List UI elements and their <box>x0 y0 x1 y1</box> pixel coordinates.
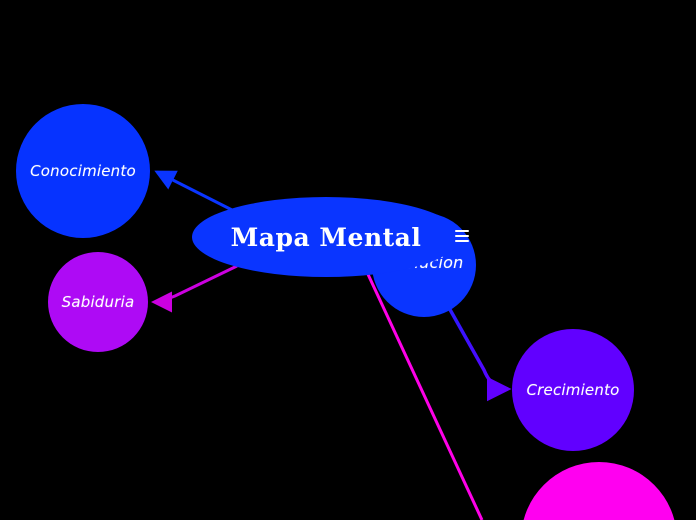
edge-evolucion-to-crecimiento <box>446 305 512 402</box>
node-sabiduria[interactable]: Sabiduria <box>48 252 148 352</box>
node-crecimiento-label: Crecimiento <box>526 380 620 399</box>
node-root-mapa-mental[interactable]: Mapa Mental <box>192 197 460 277</box>
hamburger-line-1 <box>455 230 469 232</box>
hamburger-line-3 <box>455 240 469 242</box>
node-sabiduria-label: Sabiduria <box>61 292 135 311</box>
node-conocimiento[interactable]: Conocimiento <box>16 104 150 238</box>
node-crecimiento[interactable]: Crecimiento <box>512 329 634 451</box>
edge-root-to-sabiduria <box>151 264 238 313</box>
hamburger-menu-icon[interactable] <box>455 228 471 244</box>
hamburger-line-2 <box>455 235 469 237</box>
edge-root-to-conocimiento <box>154 170 237 214</box>
edge-root-to-magenta <box>364 269 484 520</box>
node-conocimiento-label: Conocimiento <box>30 161 136 180</box>
node-root-label: Mapa Mental <box>230 222 422 252</box>
